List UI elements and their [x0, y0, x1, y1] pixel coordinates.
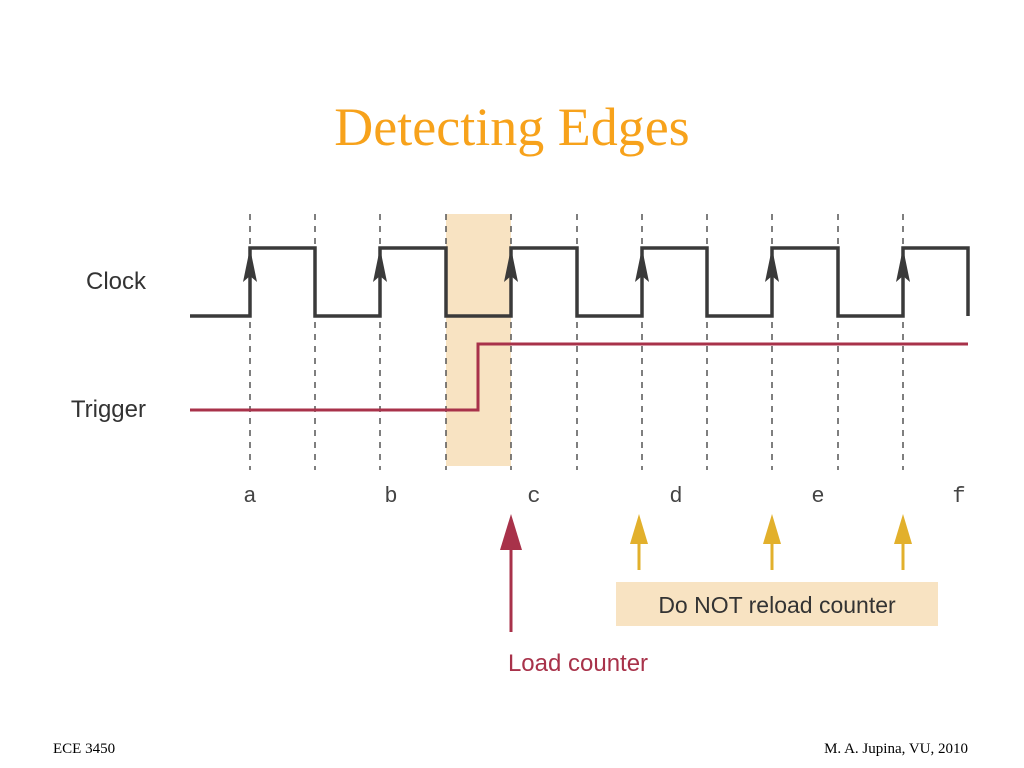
arrow-up-icon	[504, 248, 518, 282]
load-counter-arrow	[500, 514, 522, 632]
arrow-up-icon	[894, 514, 912, 544]
no-reload-label: Do NOT reload counter	[658, 592, 896, 618]
arrow-up-icon	[373, 248, 387, 282]
edge-label-f: f	[952, 484, 965, 509]
trigger-waveform	[190, 342, 968, 412]
arrow-up-icon	[765, 248, 779, 282]
arrow-up-icon	[763, 514, 781, 544]
footer-author: M. A. Jupina, VU, 2010	[824, 741, 968, 757]
edge-label-b: b	[384, 484, 397, 509]
clock-waveform	[190, 246, 970, 318]
arrow-up-icon	[243, 248, 257, 282]
footer-course: ECE 3450	[53, 741, 116, 757]
trigger-label: Trigger	[71, 396, 146, 423]
edge-label-e: e	[811, 484, 824, 509]
edge-label-a: a	[243, 484, 256, 509]
arrow-up-icon	[896, 248, 910, 282]
edge-label-c: c	[527, 484, 540, 509]
transition-highlight	[446, 214, 511, 466]
clock-label: Clock	[86, 268, 147, 295]
no-reload-arrows	[630, 514, 912, 570]
edge-label-d: d	[669, 484, 682, 509]
arrow-up-icon	[630, 514, 648, 544]
arrow-up-icon	[500, 514, 522, 550]
slide-title: Detecting Edges	[334, 97, 690, 157]
load-counter-label: Load counter	[508, 650, 648, 677]
no-reload-box	[616, 582, 938, 626]
arrow-up-icon	[635, 248, 649, 282]
